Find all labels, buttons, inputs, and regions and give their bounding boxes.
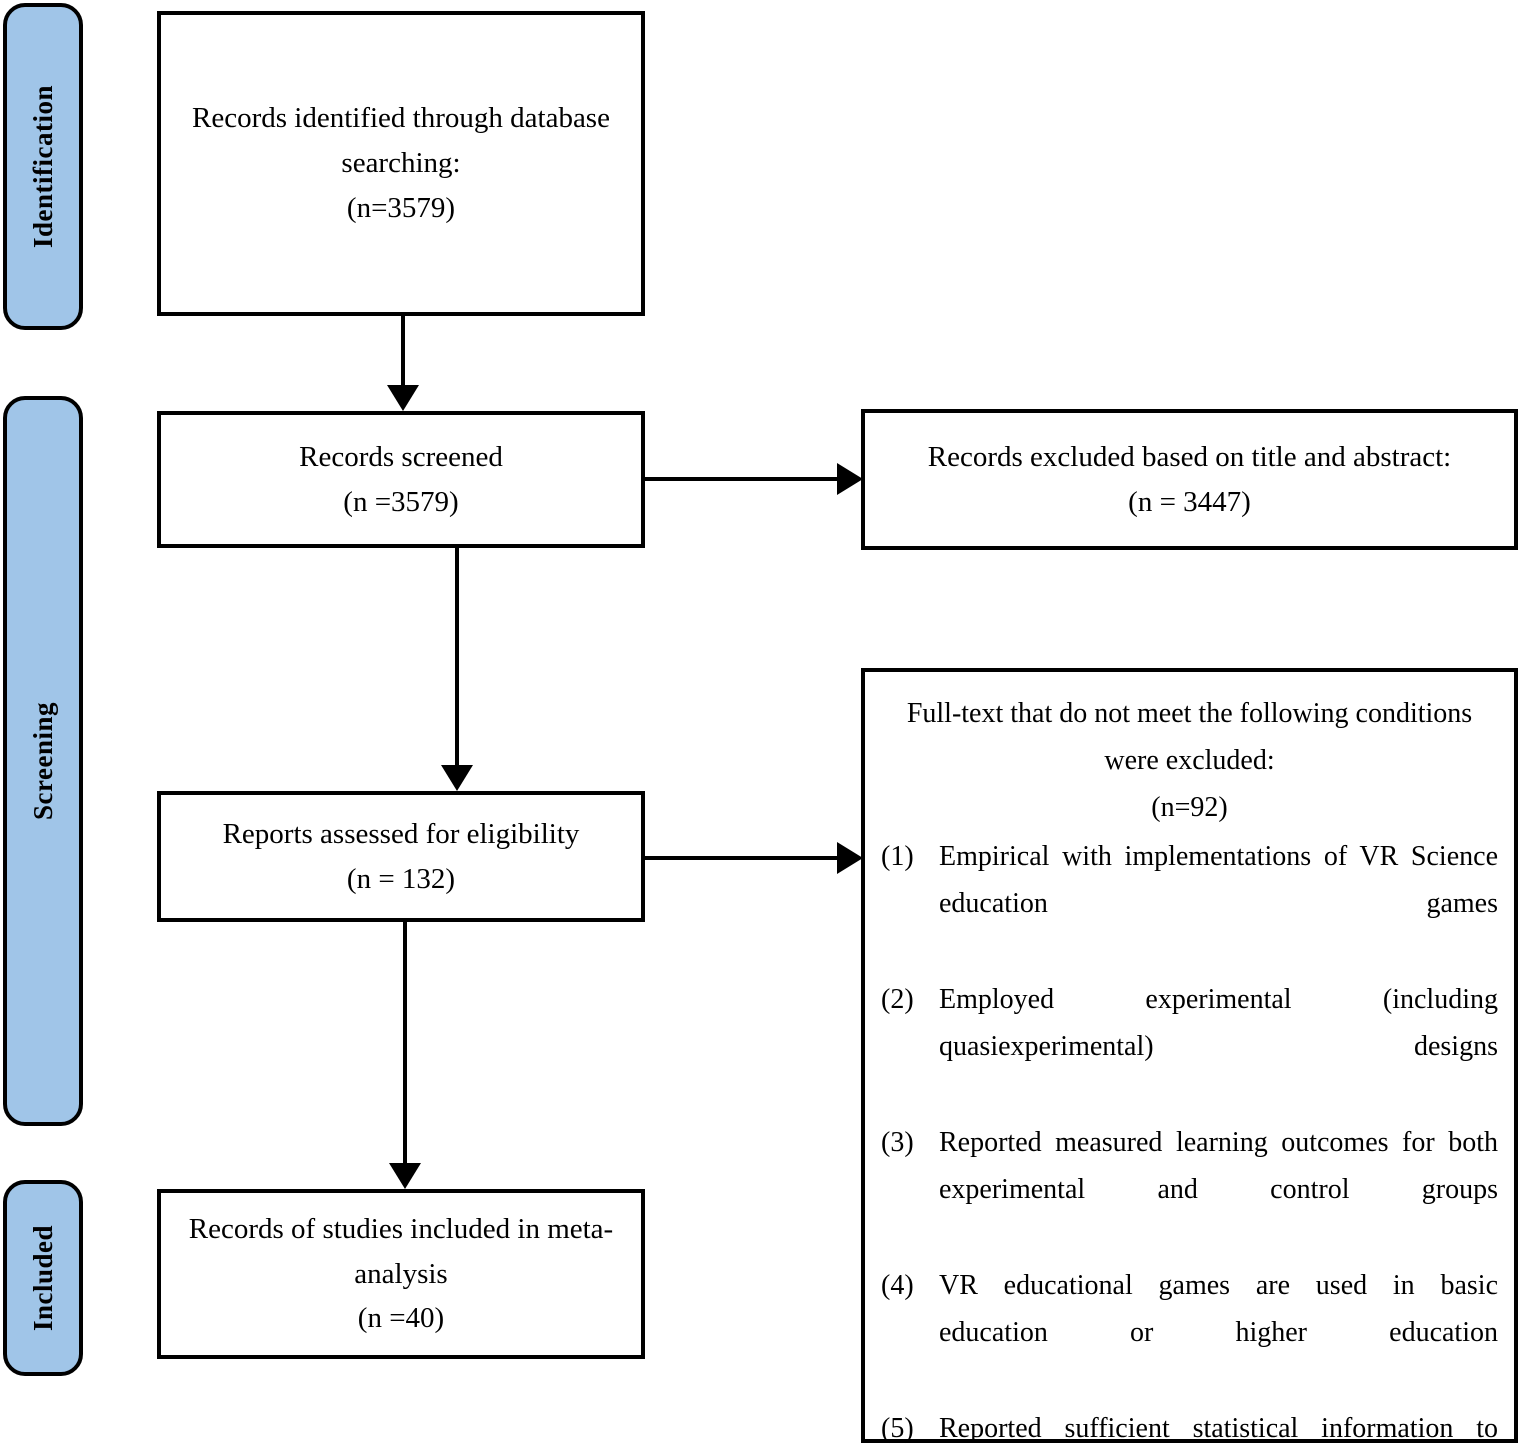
- box-records-excluded-count: (n = 3447): [1128, 485, 1251, 518]
- criteria-heading-line2: were excluded:: [1104, 745, 1275, 777]
- box-reports-assessed-count: (n = 132): [346, 862, 456, 895]
- criteria-item-marker: (2): [881, 984, 914, 1016]
- criteria-item-text: VR educational games are used in basic e…: [939, 1270, 1498, 1349]
- connector-screened-to-eligibility: [455, 548, 459, 768]
- box-reports-assessed-eligibility: Reports assessed for eligibility (n = 13…: [157, 791, 645, 922]
- box-records-identified-line2: searching:: [341, 147, 461, 180]
- criteria-list-item: (1) Empirical with implementations of VR…: [881, 833, 1498, 974]
- arrowhead-eligibility-to-included: [389, 1163, 421, 1189]
- arrowhead-screened-to-eligibility: [441, 765, 473, 791]
- criteria-list-item: (3) Reported measured learning outcomes …: [881, 1119, 1498, 1260]
- connector-eligibility-to-criteria: [645, 856, 841, 860]
- criteria-heading-line1: Full-text that do not meet the following…: [906, 698, 1473, 729]
- connector-screened-to-excluded: [645, 477, 841, 481]
- box-records-included-line1: Records of studies included in meta-: [188, 1212, 614, 1245]
- stage-label-included: Included: [27, 1224, 58, 1332]
- criteria-list: (1) Empirical with implementations of VR…: [881, 833, 1498, 1446]
- stage-bar-identification: Identification: [3, 3, 83, 330]
- box-records-included-line2: analysis: [354, 1257, 448, 1290]
- arrowhead-identified-to-screened: [387, 385, 419, 411]
- connector-eligibility-to-included: [403, 922, 407, 1166]
- arrowhead-screened-to-excluded: [837, 463, 863, 495]
- box-records-screened: Records screened (n =3579): [157, 411, 645, 548]
- stage-label-screening: Screening: [27, 702, 58, 820]
- criteria-list-item: (2) Employed experimental (including qua…: [881, 976, 1498, 1117]
- criteria-item-text: Reported measured learning outcomes for …: [939, 1127, 1498, 1206]
- stage-bar-screening: Screening: [3, 396, 83, 1126]
- box-records-identified-count: (n=3579): [346, 191, 456, 224]
- criteria-item-marker: (5): [881, 1413, 914, 1445]
- criteria-heading: Full-text that do not meet the following…: [897, 690, 1482, 831]
- criteria-item-text: Reported sufficient statistical informat…: [939, 1413, 1498, 1445]
- box-records-identified-line1: Records identified through database: [192, 102, 610, 135]
- box-reports-assessed-line1: Reports assessed for eligibility: [222, 817, 580, 850]
- criteria-heading-count: (n=92): [1151, 792, 1228, 824]
- arrowhead-eligibility-to-criteria: [837, 842, 863, 874]
- criteria-item-text: Empirical with implementations of VR Sci…: [939, 841, 1498, 920]
- stage-label-identification: Identification: [27, 84, 58, 248]
- box-records-identified: Records identified through database sear…: [157, 11, 645, 316]
- criteria-list-item: (5) Reported sufficient statistical info…: [881, 1405, 1498, 1446]
- box-records-screened-count: (n =3579): [343, 485, 459, 518]
- criteria-item-text: Employed experimental (including quasiex…: [939, 984, 1498, 1063]
- box-records-included-meta-analysis: Records of studies included in meta- ana…: [157, 1189, 645, 1359]
- criteria-item-marker: (3): [881, 1127, 914, 1159]
- criteria-item-marker: (4): [881, 1270, 914, 1302]
- box-fulltext-exclusion-criteria: Full-text that do not meet the following…: [861, 668, 1518, 1446]
- box-records-excluded-line1: Records excluded based on title and abst…: [927, 440, 1452, 473]
- stage-bar-included: Included: [3, 1180, 83, 1376]
- box-records-screened-line1: Records screened: [299, 440, 503, 473]
- box-records-included-count: (n =40): [357, 1302, 445, 1335]
- criteria-item-marker: (1): [881, 841, 914, 873]
- connector-identified-to-screened: [401, 316, 405, 388]
- box-records-excluded-title-abstract: Records excluded based on title and abst…: [861, 409, 1518, 550]
- criteria-list-item: (4) VR educational games are used in bas…: [881, 1262, 1498, 1403]
